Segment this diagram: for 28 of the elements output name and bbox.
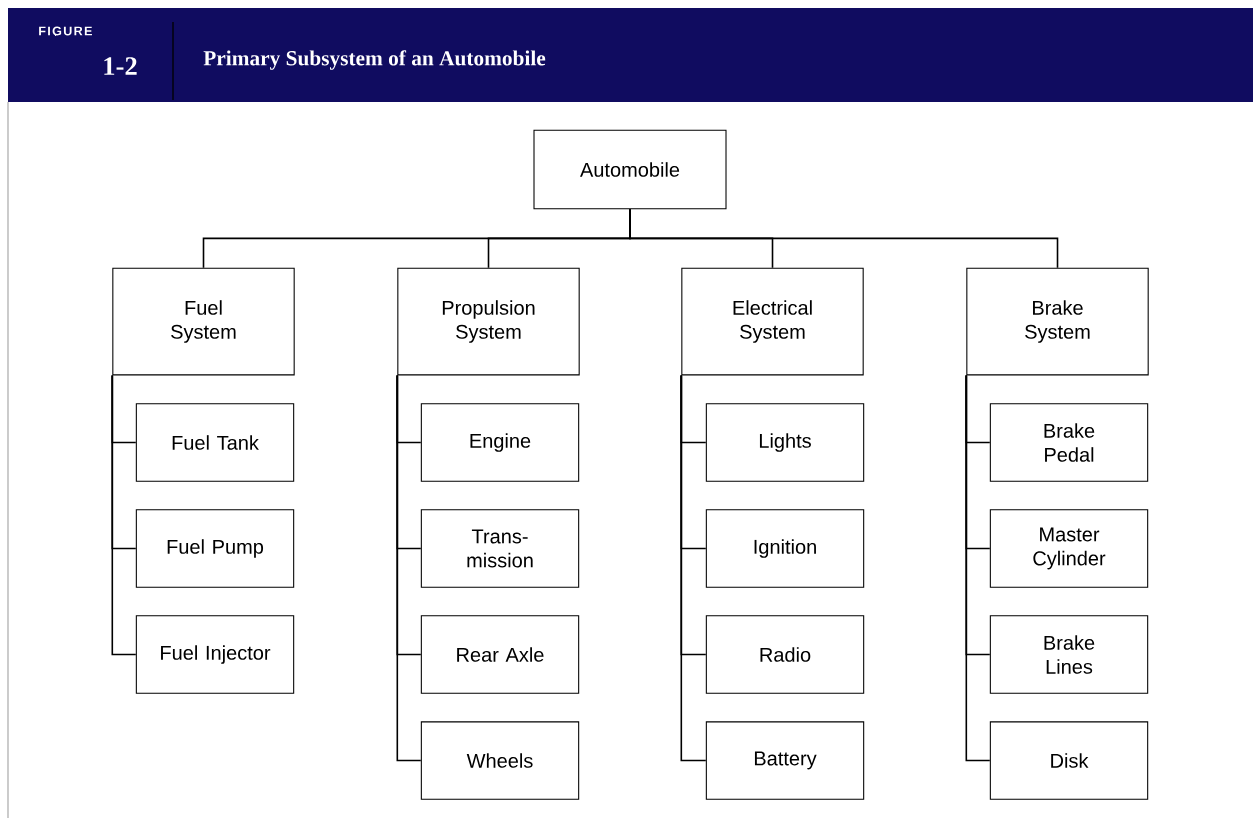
component-box: Wheels xyxy=(420,721,580,800)
root-box: Automobile xyxy=(533,129,727,210)
subsystem-box: Electrical System xyxy=(681,267,864,376)
connector-line xyxy=(680,374,707,762)
component-box: Battery xyxy=(705,721,865,800)
component-box: Fuel Injector xyxy=(135,615,295,694)
figure-number: 1-2 xyxy=(104,57,137,75)
connector-line xyxy=(965,374,991,762)
component-box: Lights xyxy=(705,403,865,482)
component-box: Rear Axle xyxy=(420,615,580,694)
subsystem-box: Fuel System xyxy=(112,267,295,376)
component-box: Disk xyxy=(989,721,1149,800)
component-box: Ignition xyxy=(705,509,865,588)
component-box: Radio xyxy=(705,615,865,694)
connector-line xyxy=(111,374,137,656)
component-box: Master Cylinder xyxy=(989,509,1149,588)
connector-line xyxy=(396,374,422,762)
component-box: Brake Lines xyxy=(989,615,1149,694)
connector-line xyxy=(629,208,1059,269)
figure-label: FIGURE xyxy=(39,26,92,36)
component-box: Fuel Pump xyxy=(135,509,295,588)
component-box: Brake Pedal xyxy=(989,403,1149,482)
component-box: Trans- mission xyxy=(420,509,580,588)
component-box: Engine xyxy=(420,403,580,482)
subsystem-box: Propulsion System xyxy=(397,267,580,376)
subsystem-box: Brake System xyxy=(966,267,1149,376)
component-box: Fuel Tank xyxy=(135,403,295,482)
figure-title: Primary Subsystem of an Automobile xyxy=(203,50,546,70)
